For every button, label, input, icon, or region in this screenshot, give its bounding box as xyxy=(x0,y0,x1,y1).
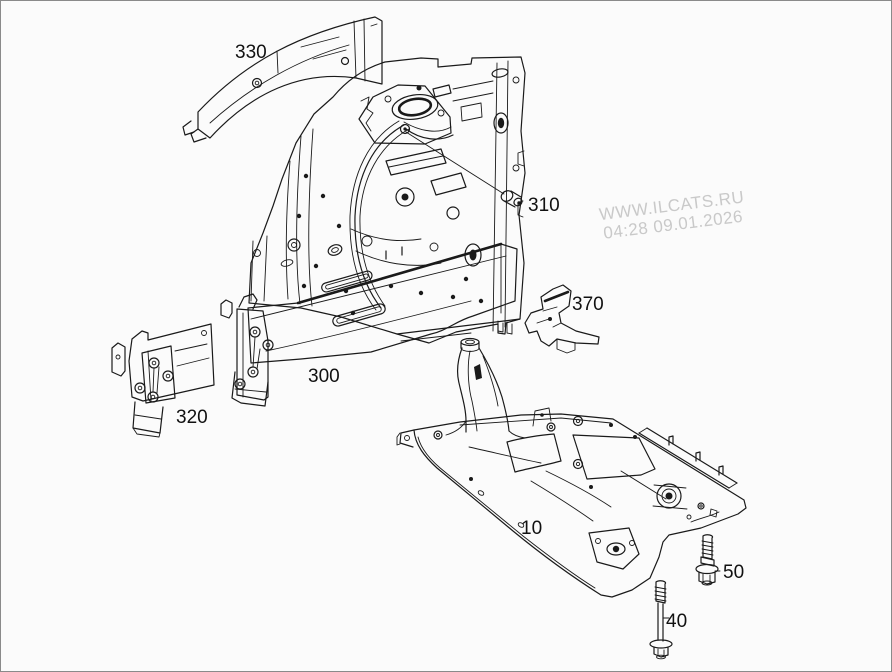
part-label-330: 330 xyxy=(235,42,267,63)
watermark: WWW.ILCATS.RU 04:28 09.01.2026 xyxy=(598,187,745,242)
part-label-320: 320 xyxy=(176,407,208,428)
part-label-300: 300 xyxy=(308,366,340,387)
part-40-bolt xyxy=(649,580,673,660)
part-300-longitudinal-member xyxy=(220,242,518,407)
part-10-subframe xyxy=(396,337,747,598)
part-330-arch-liner xyxy=(182,16,383,143)
wheelhouse-assembly xyxy=(248,56,526,344)
part-label-370: 370 xyxy=(572,294,604,315)
part-320-bracket xyxy=(111,323,215,438)
part-label-50: 50 xyxy=(723,562,744,583)
part-label-40: 40 xyxy=(666,611,687,632)
part-370-bracket xyxy=(524,284,600,354)
part-50-bolt xyxy=(695,534,721,586)
part-label-10: 10 xyxy=(521,518,542,539)
part-310-plug xyxy=(405,131,523,208)
part-label-310: 310 xyxy=(528,195,560,216)
